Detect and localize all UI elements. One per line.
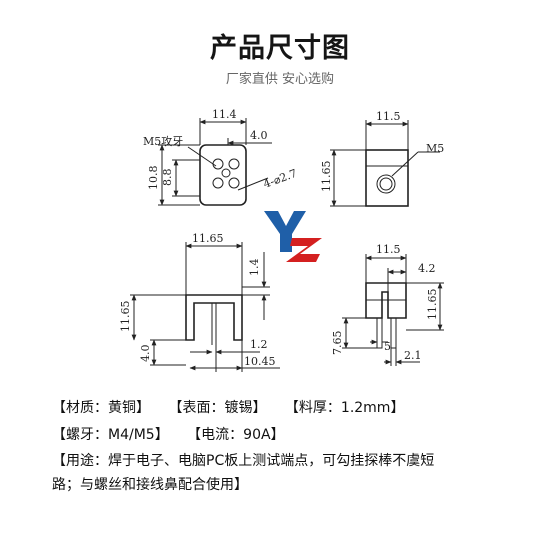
top-label-thread: M5攻牙: [143, 134, 183, 148]
right-dim-slot: 4.2: [418, 262, 436, 275]
page-subtitle: 厂家直供 安心选购: [225, 72, 335, 87]
right-dim-pin-len: 7.65: [331, 331, 344, 356]
spec-line-1: 【材质：黄铜】 【表面：镀锡】 【料厚：1.2mm】: [52, 397, 532, 419]
top-dim-height-outer: 10.8: [147, 166, 160, 191]
right-dim-height: 11.65: [426, 289, 439, 321]
right-dim-pin-w: 2.1: [404, 349, 422, 362]
spec-line-2: 【螺牙：M4/M5】 【电流：90A】: [52, 424, 532, 446]
front-dim-top: 1.4: [248, 259, 261, 277]
front-view: [130, 242, 280, 372]
front-dim-base: 10.45: [244, 355, 276, 368]
spec-usage-line-1: 【用途：焊于电子、电脑PC板上测试端点，可勾挂探棒不虞短: [52, 453, 435, 469]
front-dim-thick: 1.2: [250, 338, 268, 351]
spec-surface: 【表面：镀锡】: [168, 400, 267, 416]
front-dim-height: 11.65: [119, 301, 132, 333]
spec-material: 【材质：黄铜】: [52, 400, 150, 416]
right-dim-width: 11.5: [376, 243, 401, 256]
top-label-holes: 4-⌀2.7: [262, 167, 299, 191]
yz-logo: [264, 211, 322, 262]
front-dim-width: 11.65: [192, 232, 224, 245]
top-dim-offset: 4.0: [250, 129, 268, 142]
right-dim-pin-gap: 5: [384, 340, 391, 353]
side-dim-width: 11.5: [376, 110, 401, 123]
page-title: 产品尺寸图: [210, 33, 350, 64]
front-dim-pin: 4.0: [139, 345, 152, 363]
side-dim-height: 11.65: [320, 161, 333, 193]
spec-thickness: 【料厚：1.2mm】: [284, 400, 405, 416]
spec-usage-line-2: 路；与螺丝和接线鼻配合使用】: [52, 477, 248, 493]
top-dim-height-inner: 8.8: [161, 169, 174, 187]
side-label-thread: M5: [426, 142, 444, 155]
spec-current: 【电流：90A】: [187, 427, 285, 443]
side-view: [330, 120, 440, 207]
spec-thread: 【螺牙：M4/M5】: [52, 427, 169, 443]
top-view: [158, 118, 272, 206]
top-dim-width: 11.4: [212, 108, 237, 121]
right-view: [342, 254, 444, 366]
